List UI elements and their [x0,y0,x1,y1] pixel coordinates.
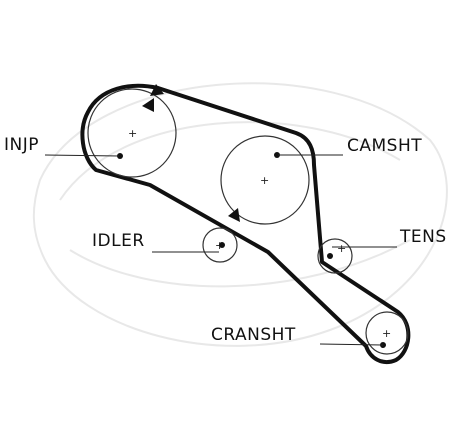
watermark-logo [32,82,448,347]
rotation-arrow-top [150,84,164,96]
label-injection-pump: INJP [4,135,39,155]
pulley-injection-pump: + [87,88,177,178]
label-camshaft: CAMSHT [347,136,423,156]
label-tensioner: TENS [400,227,447,247]
svg-text:+: + [382,327,391,340]
pulley-tensioner: + [317,238,353,274]
svg-text:+: + [260,174,269,187]
label-idler: IDLER [92,231,145,251]
pulley-camshaft: + [220,135,310,225]
label-crankshaft: CRANSHT [211,325,296,345]
leader-lines [44,154,397,346]
rotation-arrow-injp [142,98,154,112]
svg-text:+: + [337,242,346,255]
rotation-arrow-camsht [228,208,240,222]
pulley-idler: + [202,227,238,263]
pulley-crankshaft: + [365,311,409,355]
svg-text:+: + [128,127,137,140]
